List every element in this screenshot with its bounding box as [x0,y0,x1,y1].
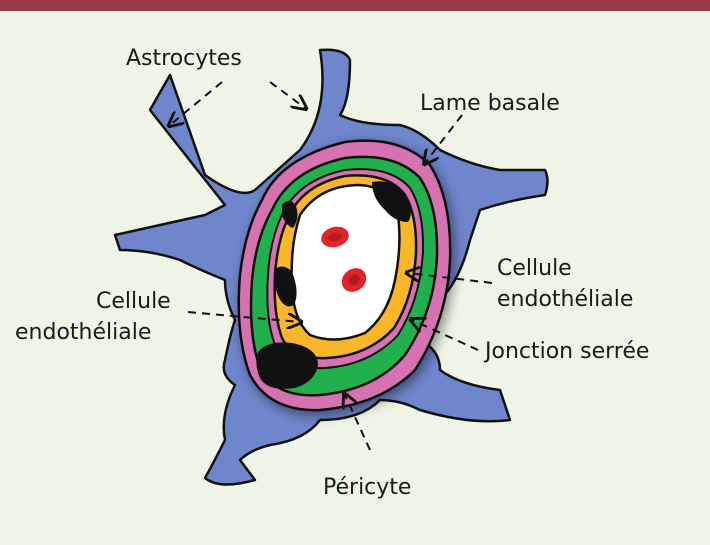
pointer-lame-basale [425,114,463,163]
red-blood-cell [348,274,360,286]
label-lame-basale: Lame basale [420,91,560,116]
label-cellule-endothelial-left-line1: Cellule [96,289,171,314]
pointer-jonction-serree [412,320,479,351]
pointer-endothelial-left [187,311,300,322]
label-cellule-endothelial-left-line2: endothéliale [15,320,151,345]
endothelial-nucleus [273,266,297,307]
label-cellule-endothelial-right-line1: Cellule [497,256,572,281]
label-pericyte: Péricyte [323,475,411,500]
endothelial-nucleus [372,181,411,222]
label-astrocytes: Astrocytes [126,46,242,71]
red-blood-cell [328,232,342,242]
label-jonction-serree: Jonction serrée [483,339,649,364]
pointer-astrocyte-left [170,81,223,125]
label-cellule-endothelial-right-line2: endothéliale [497,287,633,312]
pointer-astrocyte-right [269,81,305,108]
pointer-pericyte [345,395,371,451]
pointer-endothelial-right [408,273,493,284]
pericyte-nucleus [256,342,318,389]
endothelial-nucleus [282,200,298,228]
top-accent-bar [0,0,710,11]
